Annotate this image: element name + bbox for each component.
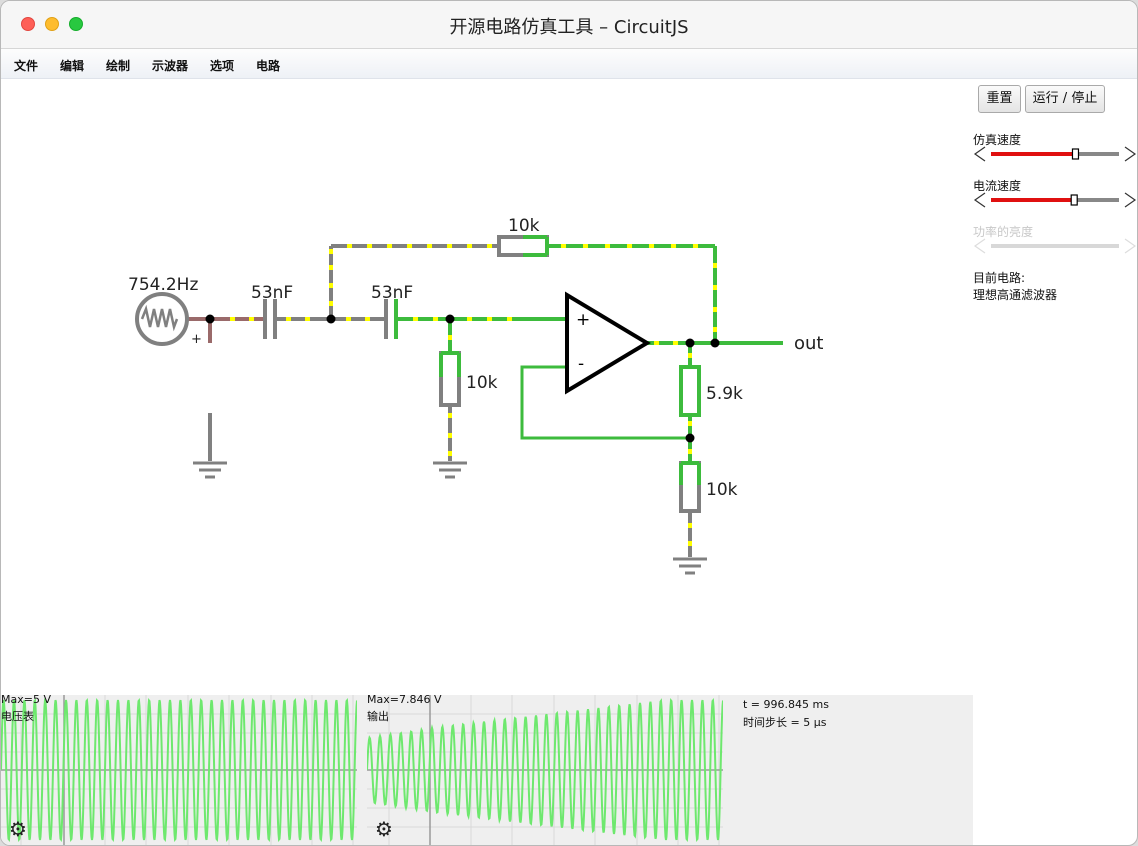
ground-3-icon[interactable] bbox=[673, 557, 707, 575]
scope-1-gear-icon[interactable]: ⚙ bbox=[9, 817, 27, 841]
opamp-plus-label: + bbox=[576, 310, 590, 330]
capacitor-1-label: 53nF bbox=[251, 283, 293, 303]
zoom-window-button[interactable] bbox=[69, 17, 83, 31]
capacitor-1[interactable] bbox=[263, 299, 277, 339]
wire-minus-feedback[interactable] bbox=[520, 365, 690, 440]
resistor-ground-label: 10k bbox=[466, 373, 498, 393]
power-brightness-label: 功率的亮度 bbox=[973, 225, 1034, 239]
minimize-window-button[interactable] bbox=[45, 17, 59, 31]
window-title: 开源电路仿真工具 – CircuitJS bbox=[449, 17, 689, 38]
opamp-minus-label: - bbox=[578, 354, 584, 374]
run-stop-button[interactable]: 运行 / 停止 bbox=[1025, 85, 1105, 113]
sim-time: t = 996.845 ms bbox=[743, 698, 829, 711]
sim-speed-slider[interactable] bbox=[973, 145, 1137, 163]
current-speed-label: 电流速度 bbox=[973, 179, 1022, 193]
scope-1-plot[interactable] bbox=[1, 695, 357, 845]
menu-edit[interactable]: 编辑 bbox=[60, 59, 85, 73]
menu-draw[interactable]: 绘制 bbox=[106, 59, 131, 73]
menu-file[interactable]: 文件 bbox=[14, 59, 39, 73]
output-label: out bbox=[794, 333, 823, 354]
resistor-divider-upper[interactable] bbox=[679, 365, 701, 417]
scope-1-max-label: Max=5 V bbox=[1, 693, 51, 706]
menu-options[interactable]: 选项 bbox=[210, 59, 235, 73]
current-circuit-label: 目前电路: bbox=[973, 271, 1026, 285]
slider-right-arrow-icon bbox=[1124, 146, 1137, 162]
scope-1-name: 电压表 bbox=[1, 710, 34, 723]
resistor-divider-lower[interactable] bbox=[679, 461, 701, 513]
ac-source[interactable] bbox=[135, 292, 189, 346]
menu-bar: 文件 编辑 绘制 示波器 选项 电路 bbox=[1, 49, 1137, 79]
close-window-button[interactable] bbox=[21, 17, 35, 31]
current-circuit-name: 理想高通滤波器 bbox=[973, 288, 1058, 302]
resistor-divider-upper-label: 5.9k bbox=[706, 384, 743, 404]
scope-2-plot[interactable] bbox=[367, 695, 723, 845]
current-speed-slider[interactable] bbox=[973, 191, 1137, 209]
menu-circuits[interactable]: 电路 bbox=[256, 59, 281, 73]
scope-2-gear-icon[interactable]: ⚙ bbox=[375, 817, 393, 841]
capacitor-2-label: 53nF bbox=[371, 283, 413, 303]
sim-timestep: 时间步长 = 5 μs bbox=[743, 716, 827, 729]
op-amp[interactable] bbox=[565, 291, 651, 395]
source-frequency-label: 754.2Hz bbox=[128, 275, 198, 295]
ground-1-icon[interactable] bbox=[193, 461, 227, 479]
resistor-feedback[interactable] bbox=[497, 235, 549, 257]
title-bar: 开源电路仿真工具 – CircuitJS bbox=[1, 1, 1137, 49]
capacitor-2[interactable] bbox=[384, 299, 398, 339]
current-dots bbox=[230, 244, 717, 546]
reset-button[interactable]: 重置 bbox=[978, 85, 1021, 113]
resistor-ground[interactable] bbox=[439, 351, 461, 407]
resistor-divider-lower-label: 10k bbox=[706, 480, 738, 500]
ground-2-icon[interactable] bbox=[433, 461, 467, 479]
slider-left-arrow-icon bbox=[973, 192, 986, 208]
scope-2-max-label: Max=7.846 V bbox=[367, 693, 442, 706]
scope-2-name: 输出 bbox=[367, 710, 389, 723]
slider-right-arrow-icon bbox=[1124, 192, 1137, 208]
sim-speed-label: 仿真速度 bbox=[973, 133, 1022, 147]
slider-left-arrow-icon bbox=[973, 146, 986, 162]
resistor-feedback-label: 10k bbox=[508, 216, 540, 236]
source-polarity-label: + bbox=[191, 332, 202, 347]
power-brightness-slider bbox=[973, 238, 1137, 254]
menu-scopes[interactable]: 示波器 bbox=[152, 59, 189, 73]
junction-dots bbox=[205, 314, 720, 443]
